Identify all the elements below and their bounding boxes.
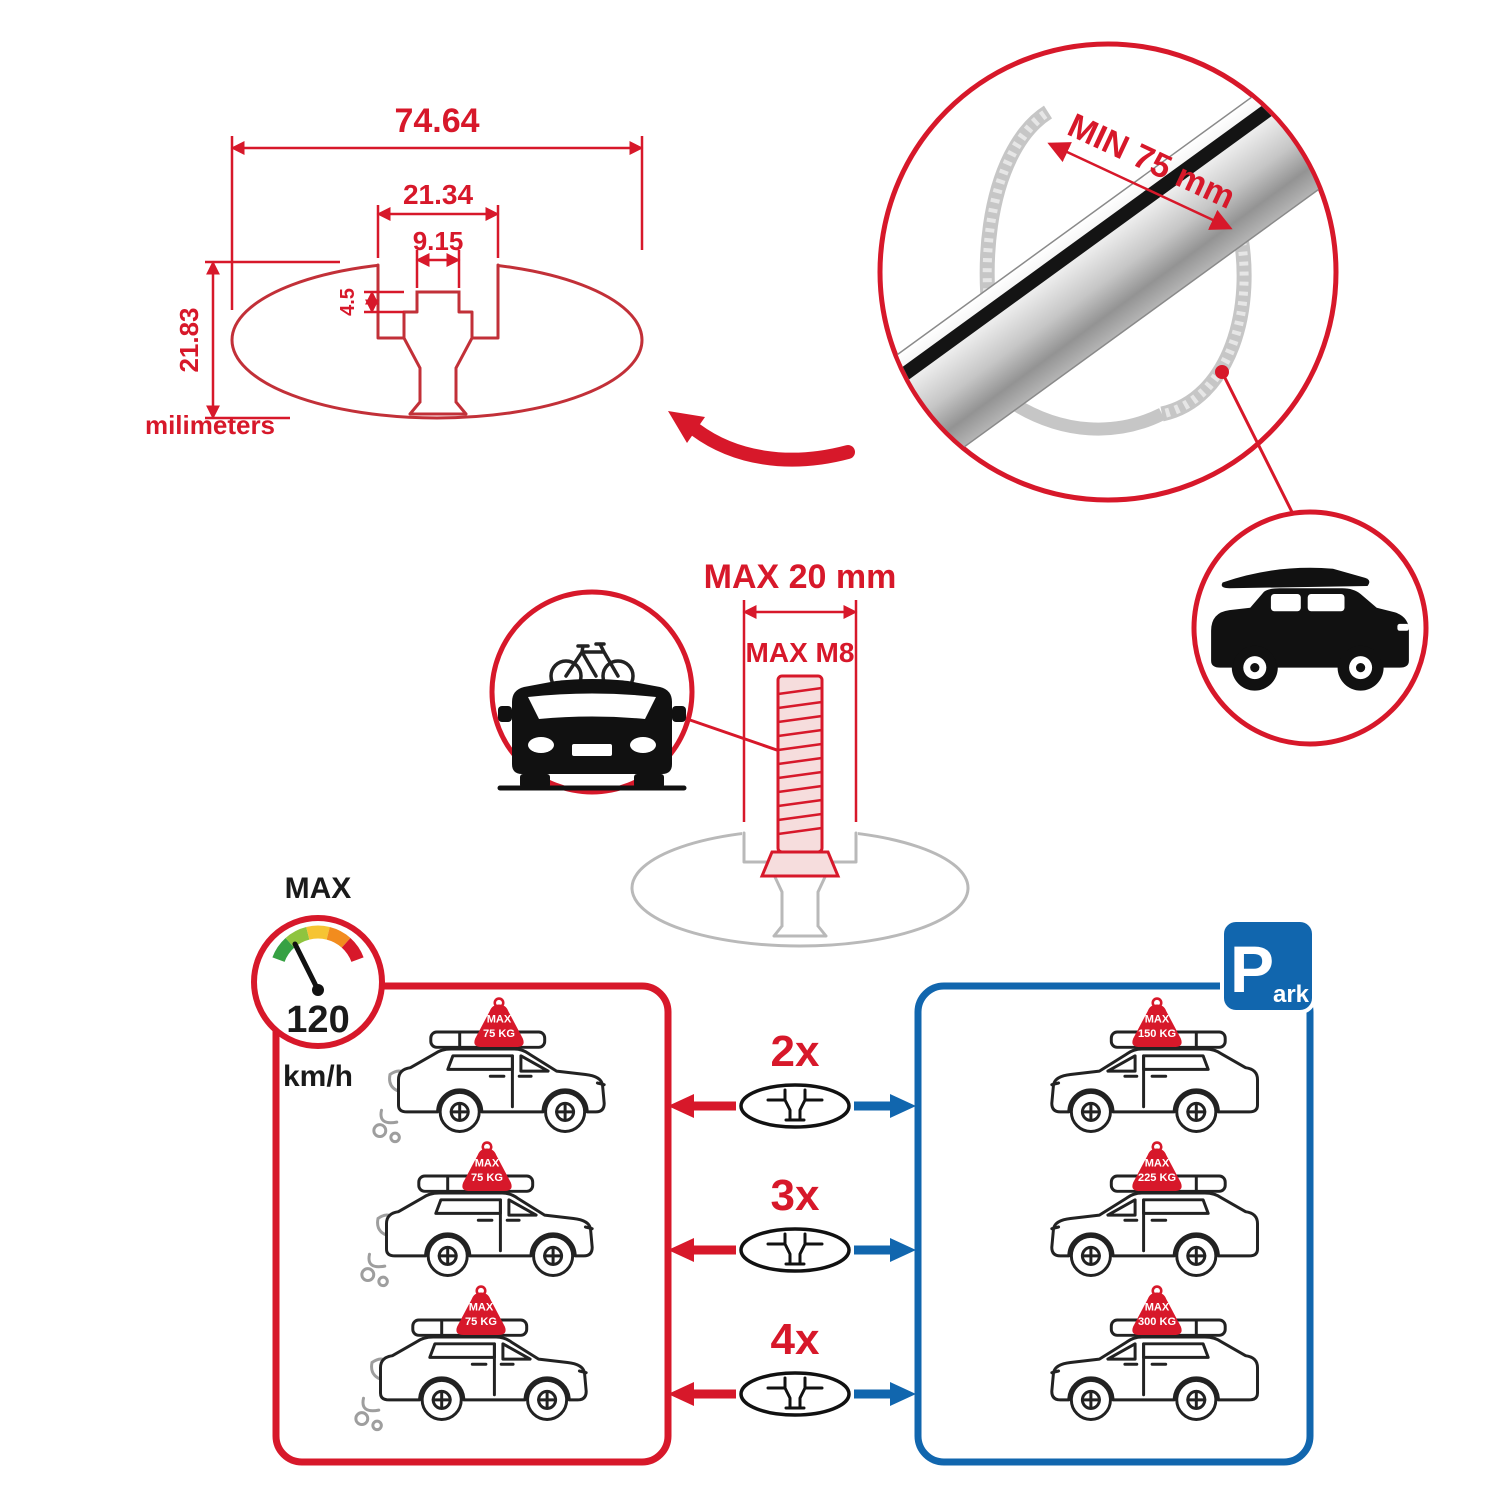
parking-sign-board (1220, 918, 1316, 1014)
bolt-head (759, 850, 841, 878)
dim-total-width-label: 74.64 (394, 102, 479, 140)
arrow-to-parking-head (890, 1382, 916, 1406)
roof-load-tag: MAX 75 KG (474, 997, 524, 1047)
bar-cross-section-icon (739, 1371, 851, 1417)
roof-load-tag: MAX 75 KG (456, 1285, 506, 1335)
dim-lip-height-label: 4.5 (337, 288, 359, 316)
roof-load-value: 300 KG (1138, 1316, 1176, 1328)
bolt-threads (777, 686, 823, 836)
fitting-strap-bottom (1004, 394, 1165, 436)
dim-total-width-ext (230, 136, 644, 310)
arrow-to-driving-head (668, 1238, 694, 1262)
arrow-to-parking-head (890, 1238, 916, 1262)
roof-load-tag: MAX 150 KG (1132, 997, 1182, 1047)
arrow-to-parking-head (890, 1094, 916, 1118)
roof-load-tag: MAX 225 KG (1132, 1141, 1182, 1191)
pointer-arrow-shaft (689, 423, 855, 467)
car-mirror-right (672, 706, 686, 722)
roof-load-tag: MAX 75 KG (462, 1141, 512, 1191)
fitting-strap-right-ribs (1160, 221, 1249, 419)
bike-frame (564, 642, 620, 678)
parking-sign: P ark (1220, 918, 1316, 1014)
bar-end-cap (882, 392, 915, 486)
profile-channel (376, 263, 500, 416)
gauge-needle-hub (312, 984, 324, 996)
profile-ellipse (230, 260, 644, 420)
roof-load-max-label: MAX (475, 1157, 500, 1169)
pointer-arrow-head (668, 411, 705, 443)
suv-wheel-front-hub (1356, 663, 1366, 673)
car-tire-left (520, 774, 550, 788)
cross-section-drawing: 74.64 21.34 9.15 4.5 21.83 milimeters (145, 102, 644, 440)
roof-load-value: 75 KG (471, 1172, 503, 1184)
gauge-segment-yellow (306, 925, 330, 940)
units-label: milimeters (145, 410, 275, 440)
car-headlight-right (630, 737, 656, 753)
gauge-segment-green (272, 937, 295, 963)
roof-load-value: 75 KG (465, 1316, 497, 1328)
dim-slot-width-label: 9.15 (413, 226, 464, 256)
parking-zone-panel: MAX 150 KG MAX 225 KG MAX 300 KG P ark (914, 918, 1316, 1466)
dim-total-height-label: 21.83 (174, 307, 204, 372)
bar-end-core (882, 407, 902, 471)
dim-lip-height-ext (364, 290, 404, 314)
config-row-2: 3x (668, 1171, 916, 1273)
car-front-icon (497, 679, 687, 791)
speed-value: 120 (286, 999, 349, 1041)
driving-zone-panel: MAX 75 KG MAX 75 KG MAX 75 KG (272, 982, 672, 1466)
dim-channel-width-label: 21.34 (403, 179, 473, 210)
roof-load-max-label: MAX (487, 1013, 512, 1025)
arrow-to-driving-head (668, 1382, 694, 1406)
bolt-max-width-label: MAX 20 mm (704, 558, 897, 596)
car-front-body (512, 679, 672, 774)
bar-count-label: 4x (771, 1315, 820, 1364)
config-row-1: 2x (668, 1027, 916, 1129)
suv-roofbox-circle (1191, 509, 1429, 747)
roof-load-value: 150 KG (1138, 1028, 1176, 1040)
roof-load-max-label: MAX (1145, 1013, 1170, 1025)
gray-profile-channel (742, 831, 858, 938)
suv-window-front (1307, 594, 1345, 612)
car-mirror-left (498, 706, 512, 722)
speedometer: MAX 120 km/h (251, 872, 385, 1093)
parking-sign-letter: P (1230, 932, 1274, 1006)
arrow-to-driving-head (668, 1094, 694, 1118)
car-license-plate (572, 744, 612, 756)
bar-count-label: 2x (771, 1027, 820, 1076)
bar-cross-section-icon (739, 1083, 851, 1129)
roof-box (1221, 567, 1370, 589)
roof-load-value: 75 KG (483, 1028, 515, 1040)
bolt-max-thread-label: MAX M8 (746, 637, 855, 668)
gauge-segment-red (341, 937, 364, 963)
suv-headlight (1397, 623, 1409, 631)
speed-unit: km/h (283, 1060, 353, 1093)
gauge-segment-lightgreen (285, 926, 310, 948)
gauge-needle (292, 941, 321, 993)
bar-closeup-circle: MIN 75 mm (668, 41, 1339, 521)
roof-load-value: 225 KG (1138, 1172, 1176, 1184)
gauge-segment-orange (326, 926, 351, 948)
bar-count-label: 3x (771, 1171, 820, 1220)
dim-total-height-ext (205, 260, 340, 420)
parking-sign-suffix: ark (1273, 981, 1310, 1008)
car-bike-circle (489, 589, 807, 795)
min-span-arrow (1047, 142, 1233, 230)
suv-window-rear (1270, 594, 1301, 612)
suv-wheel-rear-hub (1250, 663, 1260, 673)
bolt-diagram: MAX 20 mm MAX M8 (630, 558, 970, 948)
roof-load-max-label: MAX (469, 1301, 494, 1313)
callout-leader-line (1220, 371, 1298, 521)
speed-max-heading: MAX (285, 872, 352, 905)
car-tire-right (634, 774, 664, 788)
roof-load-tag: MAX 300 KG (1132, 1285, 1182, 1335)
bolt-dim-ext-lines (742, 600, 858, 833)
roof-load-max-label: MAX (1145, 1301, 1170, 1313)
car-front-windshield (528, 693, 656, 719)
roof-load-max-label: MAX (1145, 1157, 1170, 1169)
config-row-3: 4x (668, 1315, 916, 1417)
car-headlight-left (528, 737, 554, 753)
suv-illustration (1211, 567, 1409, 691)
bar-cross-section-icon (739, 1227, 851, 1273)
